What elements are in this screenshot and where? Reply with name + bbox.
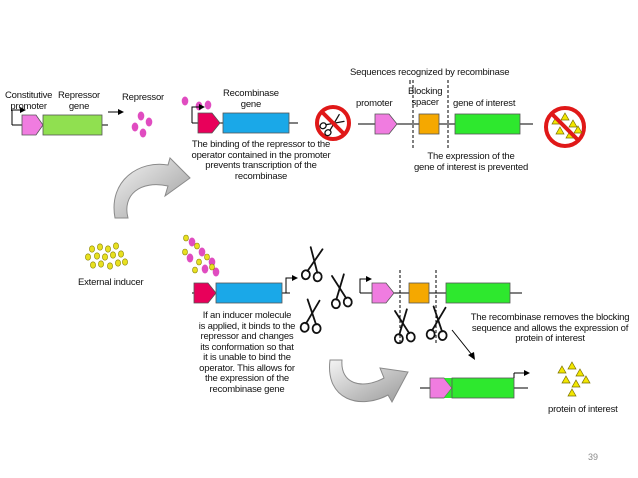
- recombinase-promoter-shape: [197, 112, 221, 134]
- external-inducer-label: External inducer: [78, 277, 144, 288]
- gene-of-interest-construct-cut: [359, 270, 522, 360]
- inducer-molecules: [85, 242, 128, 270]
- recombinase-gene-label: Recombinase gene: [223, 88, 279, 110]
- constitutive-promoter-shape: [21, 114, 44, 136]
- prohibited-scissors-icon: [315, 105, 351, 141]
- inducer-explanation-text: If an inducer molecule is applied, it bi…: [198, 310, 296, 395]
- curved-arrow-icon: [329, 359, 409, 404]
- repressor-label: Repressor: [122, 92, 165, 103]
- protein-of-interest-label: protein of interest: [548, 404, 618, 415]
- repressor-construct: [11, 107, 124, 136]
- sequences-recognized-label: Sequences recognized by recombinase: [350, 67, 510, 78]
- repressor-gene-label: Repressor gene: [58, 90, 101, 112]
- promoter-label: promoter: [356, 98, 393, 109]
- protein-of-interest-molecules: [557, 361, 591, 397]
- promoter-shape: [374, 113, 398, 135]
- blocking-spacer-box: [418, 113, 440, 135]
- gene-of-interest-label: gene of interest: [453, 98, 516, 109]
- repressor-gene-box: [42, 114, 103, 136]
- curved-arrow-icon: [113, 157, 191, 219]
- recombinase-construct-repressed: [191, 104, 298, 134]
- expression-prevented-text: The expression of the gene of interest i…: [413, 151, 529, 173]
- prohibited-protein-icon: [544, 106, 586, 148]
- page-number: 39: [587, 452, 598, 462]
- recombinase-removes-text: The recombinase removes the blocking seq…: [470, 312, 630, 344]
- recombinase-construct-induced: [192, 275, 298, 304]
- blocking-spacer-label: Blocking spacer: [408, 86, 443, 108]
- inducer-repressor-complex: [182, 234, 220, 277]
- constitutive-promoter-label: Constitutive promoter: [5, 90, 53, 112]
- repressor-molecules: [131, 96, 212, 138]
- recombinase-gene-box: [222, 112, 290, 134]
- gene-of-interest-construct-expressed: [420, 370, 530, 399]
- gene-of-interest-construct-blocked: [358, 80, 533, 148]
- repressor-binding-text: The binding of the repressor to the oper…: [191, 139, 331, 182]
- gene-of-interest-box: [454, 113, 521, 135]
